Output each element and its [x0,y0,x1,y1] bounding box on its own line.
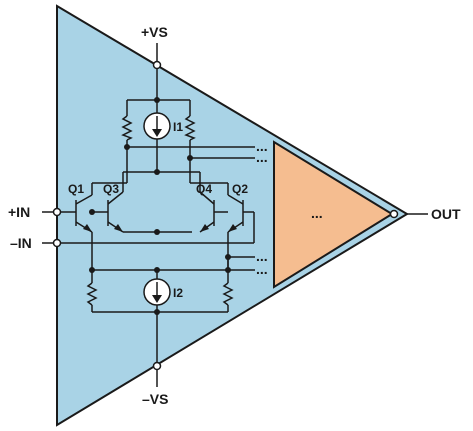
resistor-top-right [184,115,196,141]
i1-label: I1 [173,120,183,134]
emitter-arrows [83,224,237,232]
vs-pos-terminal [152,60,162,70]
current-source-i1 [143,112,171,140]
ellipsis-bottom-1: ... [256,248,268,264]
resistor-top-left [121,115,133,141]
resistor-bottom-left [86,282,98,306]
q2-label: Q2 [232,182,248,196]
in-neg-label: –IN [10,235,32,251]
ellipsis-top-1: ... [256,138,268,154]
output-node [389,209,399,219]
q3-label: Q3 [103,182,119,196]
q4-label: Q4 [196,182,212,196]
ellipsis-top-2: ... [256,149,268,165]
in-pos-label: +IN [8,204,30,220]
resistor-bottom-right [222,282,234,306]
vs-pos-label: +VS [141,24,168,40]
resistors [86,115,234,306]
inner-gain-block [273,140,394,289]
i2-label: I2 [173,286,183,300]
junction-dots [89,97,231,315]
out-label: OUT [431,206,461,222]
in-pos-terminal [52,207,62,217]
terminals [52,60,162,371]
vs-neg-label: –VS [142,391,168,407]
in-neg-terminal [52,238,62,248]
inner-block-ellipsis: ... [311,205,323,221]
ellipsis-bottom-2: ... [256,261,268,277]
q1-label: Q1 [68,182,84,196]
vs-neg-terminal [152,361,162,371]
current-source-i2 [143,278,171,306]
